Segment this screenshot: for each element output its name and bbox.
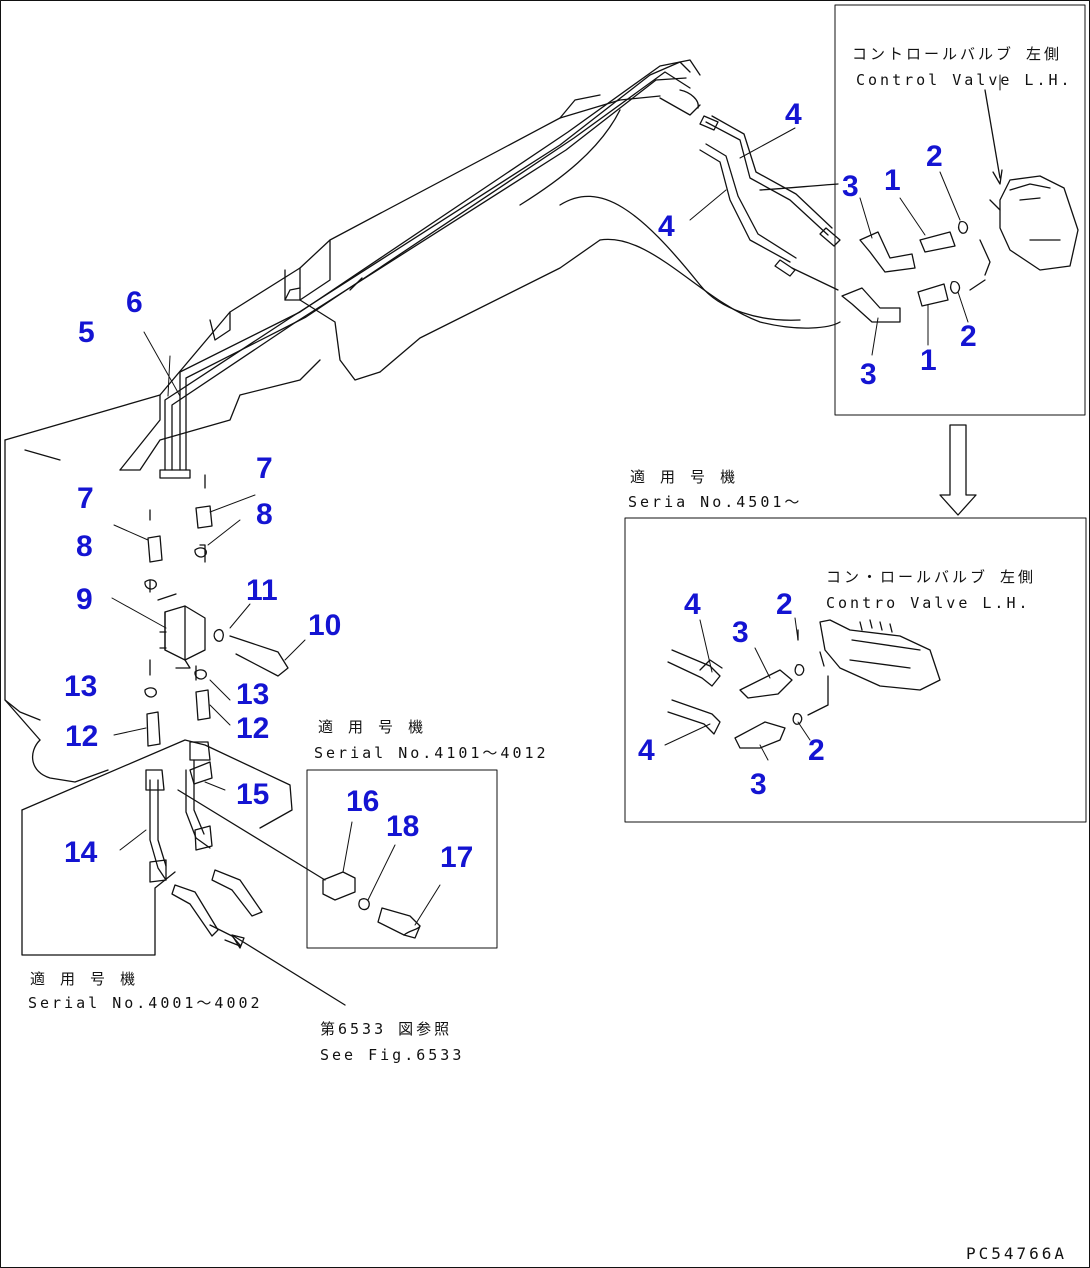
valve-detail bbox=[841, 89, 1079, 323]
boom-pipes bbox=[159, 59, 701, 479]
callout-number: 7 bbox=[256, 452, 273, 485]
control-valve-label-jp: コン・ロールバルブ 左側 bbox=[826, 568, 1037, 586]
swivel-assembly bbox=[144, 474, 289, 747]
callout-number: 18 bbox=[386, 810, 420, 843]
callout-number: 14 bbox=[64, 836, 98, 869]
drawing-code: PC54766A bbox=[966, 1244, 1068, 1263]
callout-number: 2 bbox=[926, 140, 943, 173]
callout-number: 5 bbox=[78, 316, 95, 349]
control-valve-label-jp: コントロールバルブ 左側 bbox=[852, 45, 1063, 63]
see-figure-label-jp: 第6533 図参照 bbox=[320, 1020, 453, 1038]
serial-label-en: Serial No.4001～4002 bbox=[28, 994, 263, 1012]
callout-number: 12 bbox=[236, 712, 270, 745]
lower-hoses bbox=[21, 739, 326, 956]
callout-number: 8 bbox=[76, 530, 93, 563]
callout-number: 16 bbox=[346, 785, 380, 818]
valve-box bbox=[834, 4, 1086, 416]
callout-number: 17 bbox=[440, 841, 474, 874]
serial-label-jp: 適 用 号 機 bbox=[630, 468, 739, 486]
variant-detail bbox=[667, 619, 941, 749]
leader-lines bbox=[111, 74, 1001, 926]
control-valve-label-en: Control Valve L.H. bbox=[856, 71, 1073, 89]
callout-number: 6 bbox=[126, 286, 143, 319]
callout-number: 11 bbox=[246, 574, 278, 607]
serial-label-jp: 適 用 号 機 bbox=[318, 718, 427, 736]
serial-label-jp: 適 用 号 機 bbox=[30, 970, 139, 988]
callout-number: 3 bbox=[750, 768, 767, 801]
boom-body bbox=[4, 94, 841, 783]
callout-number: 15 bbox=[236, 778, 270, 811]
callout-number: 7 bbox=[77, 482, 94, 515]
clamp-parts bbox=[322, 871, 421, 939]
callout-number: 3 bbox=[732, 616, 749, 649]
callout-number: 13 bbox=[236, 678, 270, 711]
serial-label-en: Serial No.4101～4012 bbox=[314, 744, 549, 762]
variant-box bbox=[624, 517, 1087, 823]
control-valve-label-en: Contro Valve L.H. bbox=[826, 594, 1031, 612]
callout-number: 2 bbox=[960, 320, 977, 353]
see-fig-leader bbox=[231, 934, 346, 1006]
callout-number: 1 bbox=[884, 164, 901, 197]
callout-number: 3 bbox=[842, 170, 859, 203]
upper-hoses bbox=[699, 115, 841, 291]
callout-number: 10 bbox=[308, 609, 342, 642]
callout-number: 9 bbox=[76, 583, 93, 616]
callout-number: 3 bbox=[860, 358, 877, 391]
callout-number: 13 bbox=[64, 670, 98, 703]
callout-number: 8 bbox=[256, 498, 273, 531]
callout-number: 2 bbox=[776, 588, 793, 621]
see-fig-arrowhead bbox=[231, 934, 245, 949]
callout-number: 4 bbox=[684, 588, 701, 621]
callout-number: 4 bbox=[785, 98, 802, 131]
callout-number: 1 bbox=[920, 344, 937, 377]
callout-number: 12 bbox=[65, 720, 99, 753]
see-figure-label-en: See Fig.6533 bbox=[320, 1046, 465, 1064]
serial-label-en: Seria No.4501～ bbox=[628, 493, 803, 511]
callout-number: 4 bbox=[638, 734, 655, 767]
down-arrow bbox=[939, 424, 977, 516]
callout-number: 2 bbox=[808, 734, 825, 767]
callout-number: 4 bbox=[658, 210, 675, 243]
clamp-box bbox=[306, 769, 498, 949]
